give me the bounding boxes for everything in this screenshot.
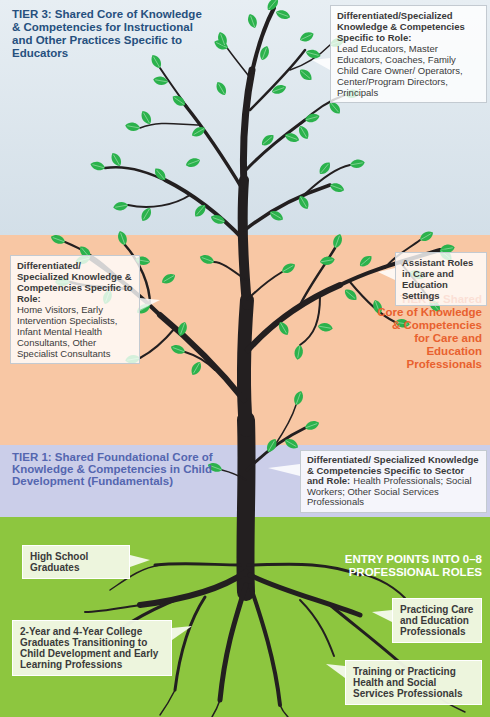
box-text: Home Visitors, Early Intervention Specia… xyxy=(17,304,133,359)
entry-box: 2-Year and 4-Year College Graduates Tran… xyxy=(12,620,172,676)
box-heading: Assistant Roles in Care and Education Se… xyxy=(402,257,480,301)
tier-band: TIER 2: Shared Core of Knowledge & Compe… xyxy=(0,235,490,445)
tier-band: TIER 1: Shared Foundational Core of Know… xyxy=(0,445,490,517)
tier-title: ENTRY POINTS INTO 0–8 PROFESSIONAL ROLES xyxy=(290,553,482,579)
entry-box: Training or Practicing Health and Social… xyxy=(345,660,482,705)
box-heading: High School Graduates xyxy=(30,551,122,573)
tier-title: TIER 1: Shared Foundational Core of Know… xyxy=(12,451,224,487)
callout-box: Differentiated/Specialized Knowledge & C… xyxy=(330,5,487,103)
box-text: Lead Educators, Master Educators, Coache… xyxy=(337,43,480,98)
box-heading: Practicing Care and Education Profession… xyxy=(400,604,474,637)
box-heading: Differentiated/ Specialized Knowledge & … xyxy=(17,260,133,304)
callout-box: Differentiated/ Specialized Knowledge & … xyxy=(10,255,140,364)
entry-box: High School Graduates xyxy=(22,545,130,579)
callout-box: Differentiated/ Specialized Knowledge & … xyxy=(300,450,487,513)
callout-box: Assistant Roles in Care and Education Se… xyxy=(395,252,487,306)
box-heading: Training or Practicing Health and Social… xyxy=(353,666,474,699)
box-heading: 2-Year and 4-Year College Graduates Tran… xyxy=(20,626,164,670)
tier-title: TIER 3: Shared Core of Knowledge & Compe… xyxy=(12,8,212,60)
tier-band: TIER 3: Shared Core of Knowledge & Compe… xyxy=(0,0,490,235)
tier-band: ENTRY POINTS INTO 0–8 PROFESSIONAL ROLES… xyxy=(0,517,490,717)
entry-box: Practicing Care and Education Profession… xyxy=(392,598,482,643)
box-heading: Differentiated/Specialized Knowledge & C… xyxy=(337,10,480,43)
